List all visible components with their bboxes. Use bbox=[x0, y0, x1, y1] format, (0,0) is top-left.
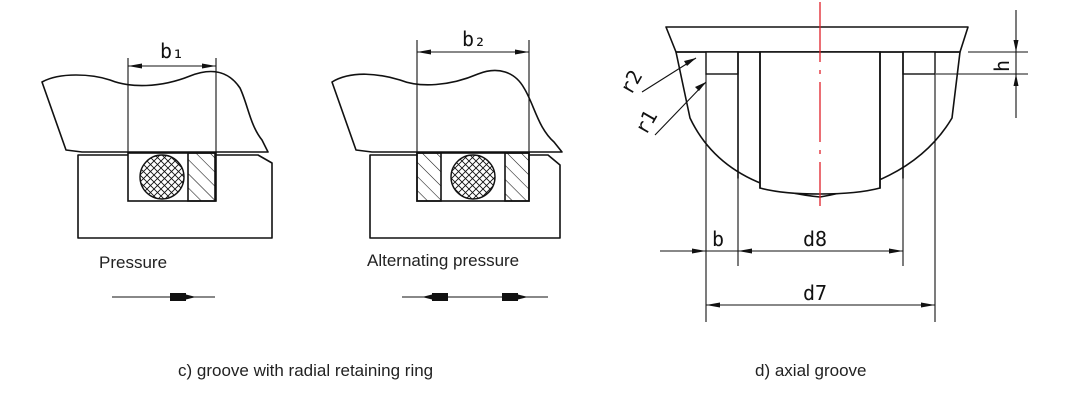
panel-d-drawing: h r2 r1 b d8 d7 bbox=[615, 2, 1028, 322]
panel-c-right-drawing: b₂ Alternating pressure bbox=[331, 27, 563, 301]
groove-recess-left bbox=[705, 51, 739, 75]
dim-d8-label: d8 bbox=[803, 227, 827, 251]
alternating-pressure-arrow-icon bbox=[402, 293, 548, 301]
dim-d7-label: d7 bbox=[803, 281, 827, 305]
pressure-label: Pressure bbox=[99, 253, 167, 272]
retaining-ring-right-a bbox=[416, 152, 442, 202]
dim-b-label: b bbox=[712, 227, 724, 251]
retaining-ring-left bbox=[187, 152, 216, 202]
upper-housing-right bbox=[331, 69, 563, 153]
o-ring-right bbox=[450, 154, 496, 200]
panel-c-left-drawing: b₁ Pressure bbox=[41, 39, 273, 301]
dim-h-label: h bbox=[990, 60, 1014, 72]
o-ring-left bbox=[139, 154, 185, 200]
alternating-pressure-label: Alternating pressure bbox=[367, 251, 519, 270]
dim-b2-label: b₂ bbox=[462, 27, 486, 51]
radius-r1-label: r1 bbox=[630, 106, 663, 139]
groove-recess-right bbox=[902, 51, 936, 75]
lower-shaft-left bbox=[77, 154, 273, 239]
radius-r2-label: r2 bbox=[615, 66, 648, 99]
panel-c-caption: c) groove with radial retaining ring bbox=[178, 361, 433, 380]
upper-housing-left bbox=[41, 70, 269, 153]
dim-b1-label: b₁ bbox=[160, 39, 184, 63]
pressure-arrow-icon bbox=[112, 293, 215, 301]
panel-d-caption: d) axial groove bbox=[755, 361, 867, 380]
retaining-ring-right-b bbox=[504, 152, 530, 202]
top-plate bbox=[665, 26, 969, 53]
